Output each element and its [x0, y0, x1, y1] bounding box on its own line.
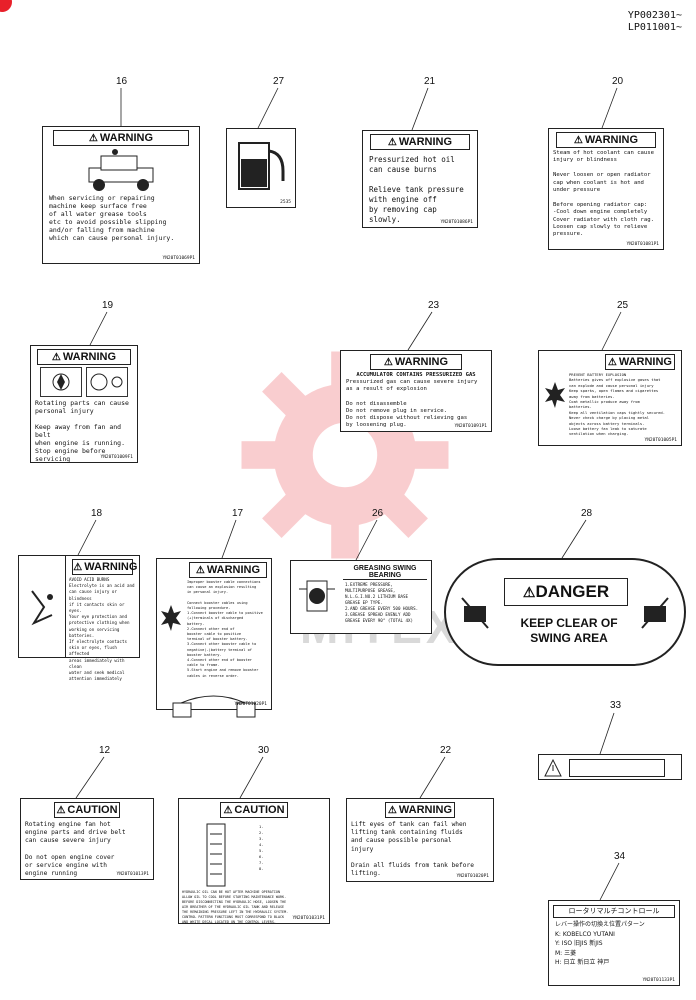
- decal-20: ⚠WARNING Steam of hot coolant can cause …: [548, 128, 664, 250]
- decal-17-header: ⚠WARNING: [189, 562, 267, 578]
- callout-23: 23: [428, 300, 440, 311]
- callout-12: 12: [99, 745, 111, 756]
- warning-triangle-icon: [544, 758, 562, 777]
- callout-21: 21: [424, 76, 436, 87]
- decal-33-panel: [569, 759, 665, 777]
- decal-26-text: 1.EXTREME PRESSURE, MULTIPURPOSE GREASE,…: [345, 582, 419, 623]
- explosion-icon: [545, 382, 565, 408]
- hydraulic-tank-diagram: [206, 823, 226, 887]
- callout-28: 28: [581, 508, 593, 519]
- serial-code-2: LP011001~: [627, 22, 682, 33]
- callout-25: 25: [617, 300, 629, 311]
- callout-19: 19: [102, 300, 114, 311]
- decal-23-text: Pressurized gas can cause severe injury …: [346, 379, 478, 429]
- decal-30-code: YN20T01031P1: [292, 916, 325, 921]
- excavator-figure-icon: [88, 149, 154, 191]
- callout-20: 20: [612, 76, 624, 87]
- decal-25: ⚠WARNING PREVENT BATTERY EXPLOSION Batte…: [538, 350, 682, 446]
- decal-21-header: ⚠WARNING: [369, 134, 471, 150]
- decal-16: ⚠WARNING When servicing or repairing mac…: [42, 126, 200, 264]
- callout-18: 18: [91, 508, 103, 519]
- decal-19-text: Rotating parts can cause personal injury…: [35, 399, 129, 463]
- callout-16: 16: [116, 76, 128, 87]
- decal-22-text: Lift eyes of tank can fail when lifting …: [351, 821, 474, 878]
- callout-34: 34: [614, 851, 626, 862]
- decal-23: ⚠WARNING ACCUMULATOR CONTAINS PRESSURIZE…: [340, 350, 492, 432]
- callout-17: 17: [232, 508, 244, 519]
- decal-25-header: ⚠WARNING: [604, 354, 675, 370]
- decal-18: ⚠WARNING AVOID ACID BURNS Electrolyte is…: [18, 555, 140, 681]
- decal-28: ⚠DANGER KEEP CLEAR OF SWING AREA: [444, 558, 686, 666]
- decal-26-header: GREASING SWING BEARING: [343, 565, 427, 580]
- decal-17-code: YN20T01020P1: [234, 702, 267, 707]
- serial-range: YP002301~ LP011001~: [628, 10, 682, 34]
- decal-28-text: KEEP CLEAR OF SWING AREA: [520, 616, 618, 645]
- callout-26: 26: [372, 508, 384, 519]
- decal-28-header: ⚠DANGER: [504, 578, 628, 606]
- decal-21-text: Pressurized hot oil can cause burns Reli…: [369, 155, 464, 224]
- decal-16-code: YN20T01069P1: [162, 256, 195, 261]
- decal-19-header: ⚠WARNING: [37, 349, 131, 365]
- fan-hazard-icon: [40, 367, 82, 397]
- decal-19-pictograms: [31, 367, 137, 397]
- decal-20-code: YN20T01081P1: [626, 242, 659, 247]
- callout-30: 30: [258, 745, 270, 756]
- decal-12-code: YN20T01013P1: [116, 872, 149, 877]
- decal-30: ⚠CAUTION 1.2.3.4.5.6.7.8. HYDRAULIC OIL …: [178, 798, 330, 924]
- decal-12: ⚠CAUTION Rotating engine fan hot engine …: [20, 798, 154, 880]
- decal-30-header: ⚠CAUTION: [220, 802, 288, 818]
- decal-23-code: YN20T01091P1: [454, 424, 487, 429]
- decal-17: ⚠WARNING Improper booster cable connecti…: [156, 558, 272, 718]
- swing-right-icon: [641, 597, 669, 629]
- decal-19-code: YN20T01009F1: [100, 455, 133, 460]
- decal-17-text: Improper booster cable connections can c…: [187, 580, 263, 678]
- decal-12-header: ⚠CAUTION: [54, 802, 120, 818]
- decal-20-text: Steam of hot coolant can cause injury or…: [553, 150, 655, 238]
- fuel-pump-icon: [238, 142, 285, 190]
- decal-22-header: ⚠WARNING: [385, 802, 455, 818]
- swing-bearing-icon: [299, 580, 335, 612]
- decal-21: ⚠WARNING Pressurized hot oil can cause b…: [362, 130, 478, 228]
- decal-25-code: YN20T01005P1: [644, 438, 677, 443]
- callout-33: 33: [610, 700, 622, 711]
- decal-22-code: YN20T01020P1: [456, 874, 489, 879]
- decal-18-header: ⚠WARNING: [72, 559, 138, 575]
- corner-mark: [0, 0, 12, 12]
- decal-30-list: 1.2.3.4.5.6.7.8.: [259, 824, 264, 871]
- decal-27: 2535: [226, 128, 296, 208]
- decal-25-text: PREVENT BATTERY EXPLOSION Batteries give…: [569, 372, 666, 437]
- decal-34: ロータリマルチコントロール レバー操作の切換え位置パターン K: KOBELCO…: [548, 900, 680, 986]
- swing-left-icon: [461, 597, 489, 629]
- decal-33: [538, 754, 682, 780]
- callout-22: 22: [440, 745, 452, 756]
- decal-34-text: レバー操作の切換え位置パターン K: KOBELCO YUTANI Y: ISO…: [555, 921, 645, 966]
- decal-12-text: Rotating engine fan hot engine parts and…: [25, 821, 126, 878]
- belt-hazard-icon: [86, 367, 128, 397]
- serial-code-1: YP002301~: [627, 10, 682, 21]
- battery-explosion-icon: [161, 605, 181, 631]
- decal-23-header: ⚠WARNING: [370, 354, 462, 370]
- decal-21-code: YN20T01086P1: [440, 220, 473, 225]
- decal-30-text: HYDRAULIC OIL CAN BE HOT AFTER MACHINE O…: [182, 890, 289, 924]
- decal-16-header: ⚠WARNING: [52, 130, 190, 146]
- callout-27: 27: [273, 76, 285, 87]
- decal-34-header: ロータリマルチコントロール: [553, 905, 675, 918]
- decal-26: GREASING SWING BEARING 1.EXTREME PRESSUR…: [290, 560, 432, 634]
- decal-20-header: ⚠WARNING: [555, 132, 657, 148]
- decal-16-text: When servicing or repairing machine keep…: [49, 194, 175, 242]
- decal-34-code: YN20T01133P1: [642, 978, 675, 983]
- decal-22: ⚠WARNING Lift eyes of tank can fail when…: [346, 798, 494, 882]
- acid-burn-icon: [19, 556, 66, 657]
- decal-18-text: AVOID ACID BURNS Electrolyte is an acid …: [69, 577, 135, 682]
- decal-27-code: 2535: [280, 200, 291, 205]
- decal-23-subheader: ACCUMULATOR CONTAINS PRESSURIZED GAS: [356, 372, 476, 378]
- decal-19: ⚠WARNING Rotating parts can cause person…: [30, 345, 138, 463]
- booster-cable-diagram: [172, 695, 256, 718]
